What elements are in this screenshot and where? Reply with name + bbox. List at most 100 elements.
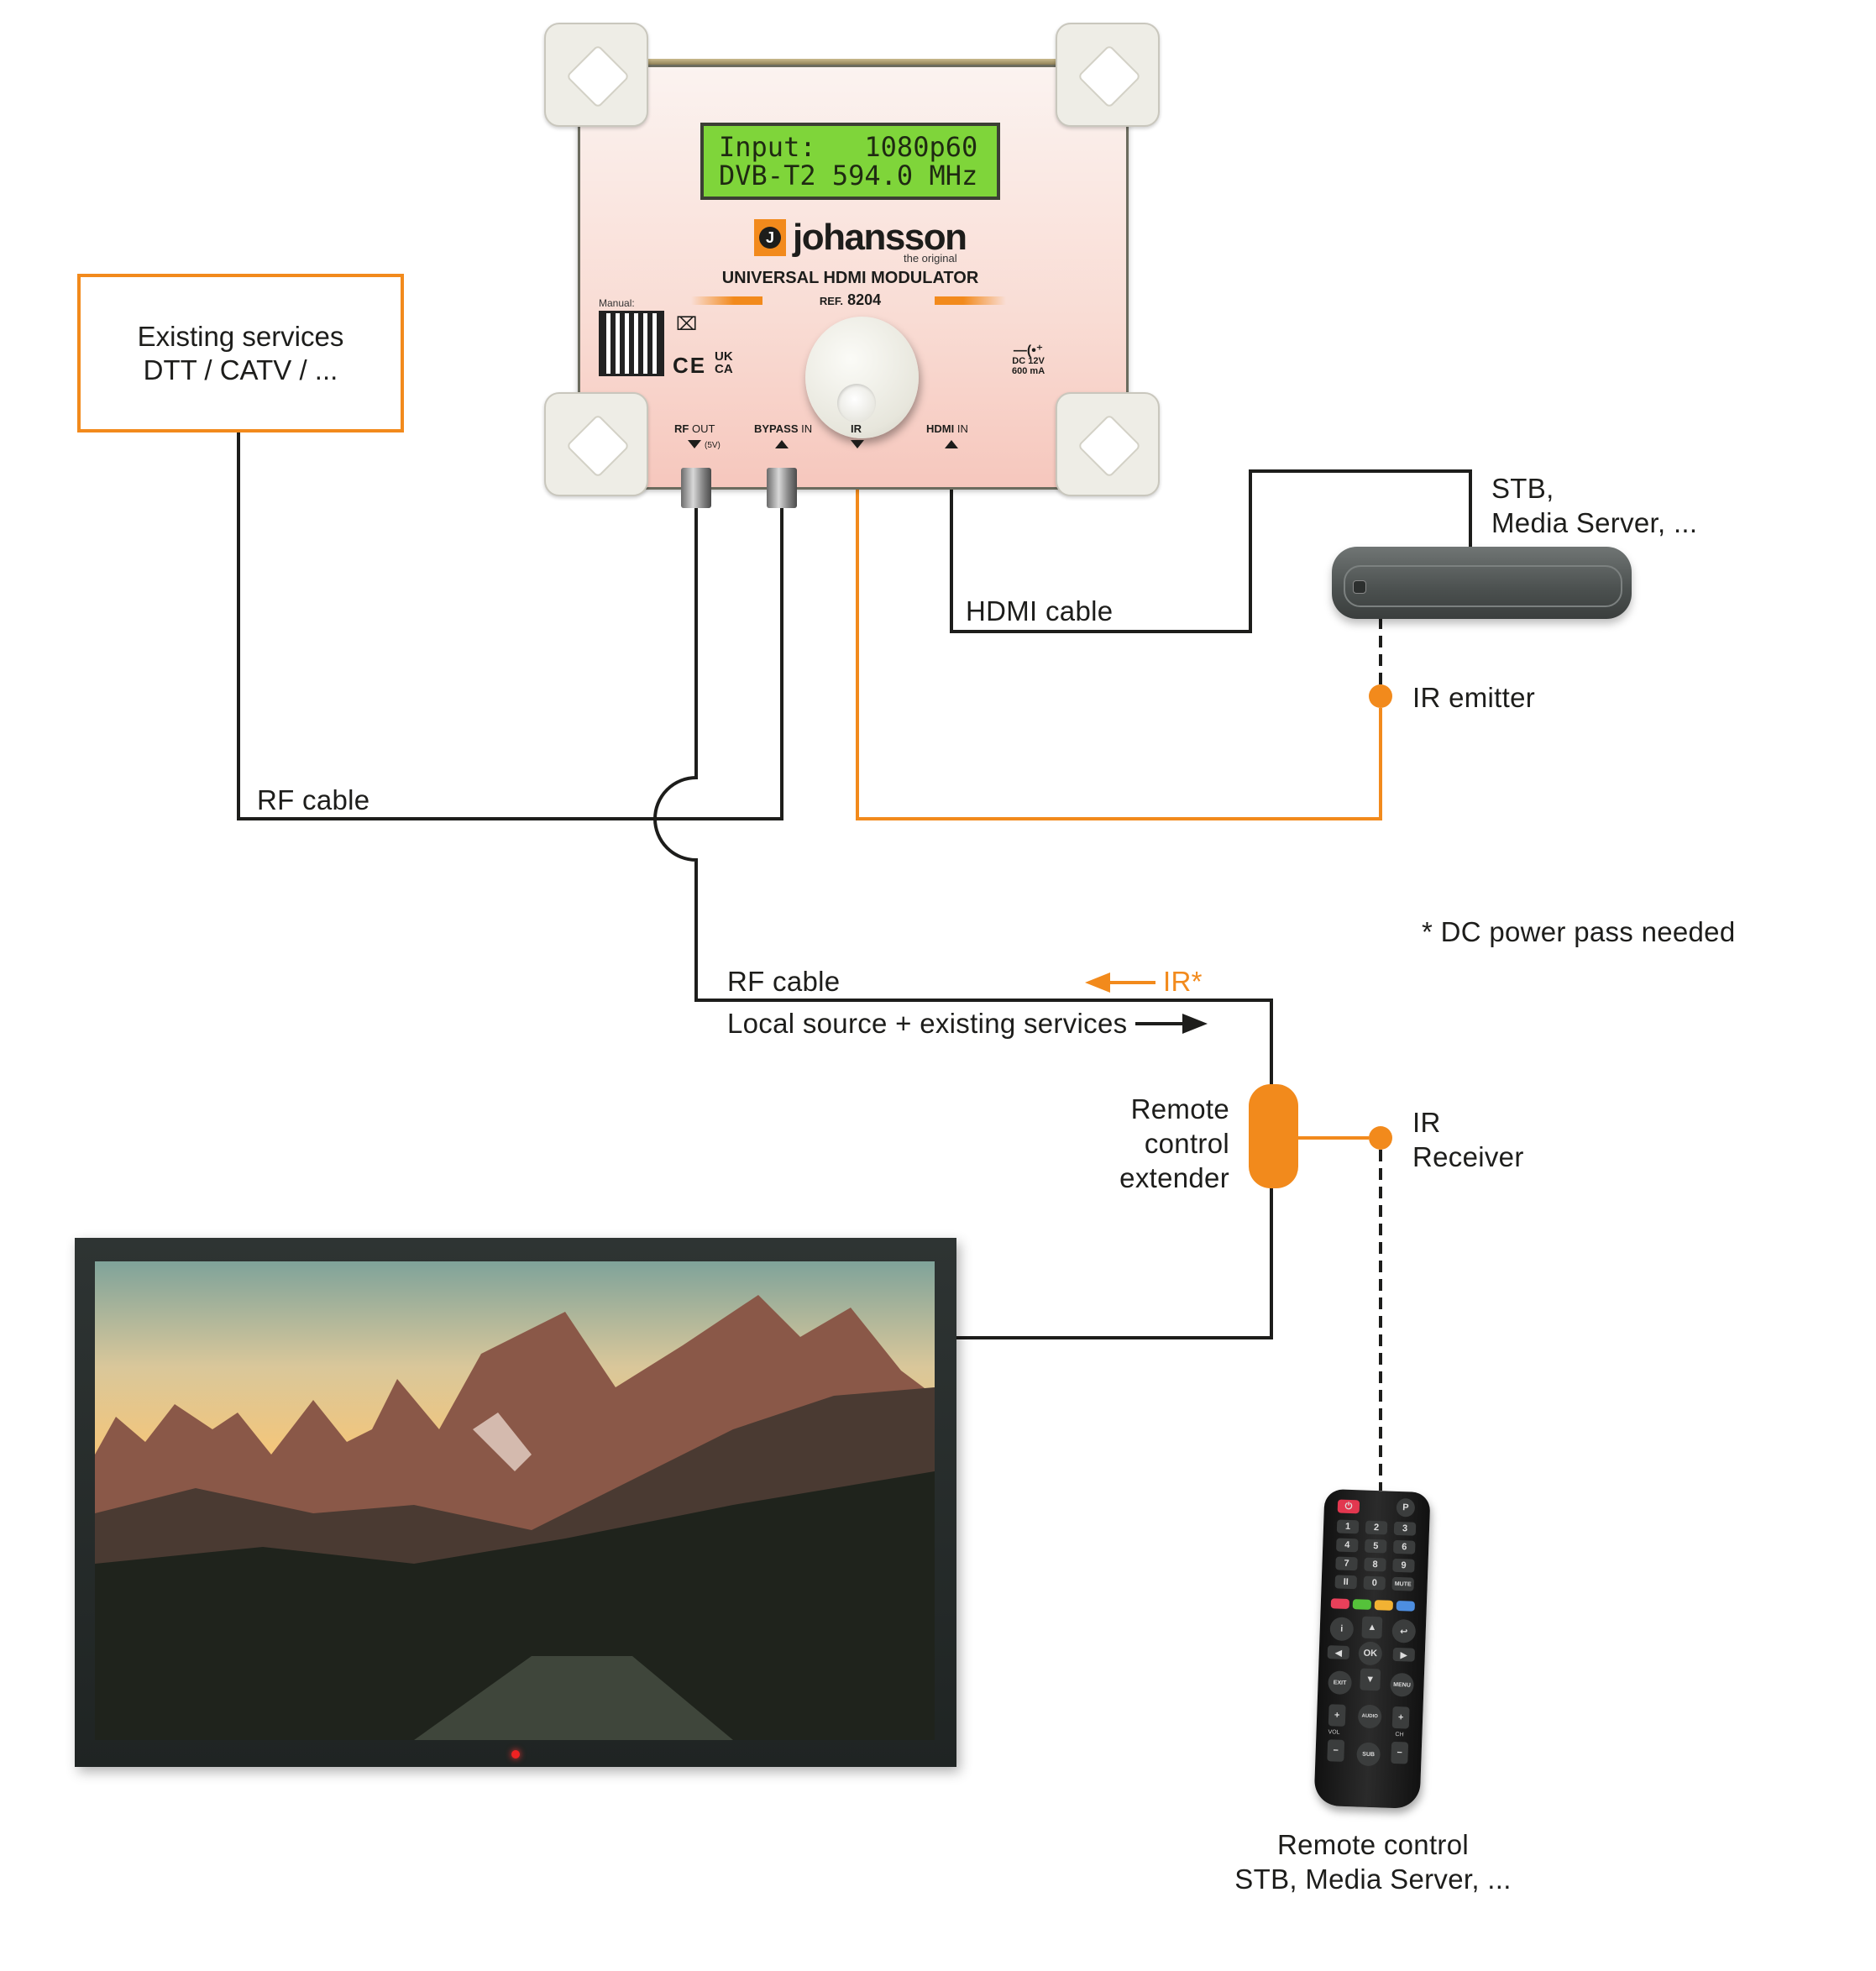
remote-p-button[interactable]: P (1396, 1497, 1416, 1518)
remote-key-9[interactable]: 9 (1392, 1558, 1415, 1573)
brand-tagline: the original (904, 252, 957, 265)
control-knob[interactable] (805, 317, 919, 438)
remote-down-button[interactable]: ▼ (1360, 1668, 1381, 1691)
signal-forward-arrow (1135, 1014, 1208, 1034)
existing-services-box: Existing services DTT / CATV / ... (77, 274, 404, 432)
corner-clip-bottom-left (544, 392, 648, 496)
ir-receiver-label: IR Receiver (1412, 1107, 1524, 1172)
extender-label: Remote control extender (1119, 1093, 1229, 1193)
rf-out-connector[interactable] (681, 468, 711, 508)
remote-blue-button[interactable] (1396, 1600, 1416, 1612)
remote-vol-label: VOL (1328, 1729, 1340, 1736)
remote-vol-down-button[interactable]: − (1327, 1739, 1345, 1762)
rf-out-voltage: (5V) (705, 441, 721, 450)
remote-key-0[interactable]: 0 (1363, 1575, 1386, 1591)
port-label-hdmi-in: HDMI IN (926, 422, 968, 435)
product-title: UNIVERSAL HDMI MODULATOR (721, 269, 979, 287)
corner-clip-top-right (1056, 23, 1160, 127)
forest (95, 1471, 935, 1740)
remote-vol-up-button[interactable]: + (1328, 1704, 1346, 1727)
remote-up-button[interactable]: ▲ (1361, 1616, 1383, 1639)
lcd-line-2: DVB-T2 594.0 MHz (719, 160, 978, 191)
mountain-landscape (95, 1295, 935, 1740)
tv-power-led (511, 1750, 520, 1759)
remote-control-extender (1249, 1084, 1298, 1188)
remote-left-button[interactable]: ◀ (1327, 1645, 1350, 1660)
set-top-box (1332, 547, 1632, 619)
remote-key-4[interactable]: 4 (1336, 1538, 1359, 1553)
remote-yellow-button[interactable] (1374, 1600, 1394, 1611)
remote-green-button[interactable] (1352, 1599, 1372, 1610)
remote-back-button[interactable]: ↩ (1391, 1618, 1417, 1643)
rf-cable-lower-label: RF cable (727, 966, 841, 997)
hdmi-cable-label: HDMI cable (966, 595, 1114, 626)
remote-ch-up-button[interactable]: + (1391, 1706, 1410, 1729)
stb-label-line1: STB, (1491, 473, 1554, 504)
port-label-rf-out: RF OUT (674, 422, 715, 435)
rf-out-arrow-icon (688, 440, 701, 448)
remote-key-8[interactable]: 8 (1364, 1557, 1386, 1572)
existing-services-subtitle: DTT / CATV / ... (143, 354, 338, 385)
remote-key-pause[interactable]: II (1334, 1575, 1358, 1590)
ref-label: REF. (819, 295, 844, 307)
brand-logo-icon: J (754, 219, 786, 256)
ir-emitter-icon (1369, 684, 1392, 708)
ir-arrow-icon (851, 440, 864, 448)
port-label-bypass-in: BYPASS IN (754, 422, 813, 435)
dc-current: 600 mA (1012, 366, 1045, 376)
dc-voltage: DC 12V (1012, 356, 1045, 366)
hdmi-modulator-device: Input: 1080p60 DVB-T2 594.0 MHz J johans… (540, 23, 1161, 510)
existing-services-title: Existing services (137, 320, 344, 352)
stb-label-line2: Media Server, ... (1491, 507, 1698, 538)
remote-key-5[interactable]: 5 (1365, 1539, 1387, 1554)
remote-exit-button[interactable]: EXIT (1328, 1670, 1353, 1696)
brand-logo: J johansson (754, 217, 967, 259)
dc-jack-icon: —(•⁺ (1013, 343, 1044, 358)
remote-red-button[interactable] (1330, 1598, 1350, 1610)
corner-clip-top-left (544, 23, 648, 127)
dc-power-info: —(•⁺ DC 12V 600 mA (1012, 343, 1045, 377)
ref-number: 8204 (847, 291, 882, 308)
bypass-in-arrow-icon (775, 440, 789, 448)
snow-patches (473, 1413, 532, 1471)
river-valley (414, 1656, 733, 1740)
bypass-in-connector[interactable] (767, 468, 797, 508)
local-source-label: Local source + existing services (727, 1008, 1128, 1039)
port-label-ir: IR (851, 422, 862, 435)
ir-star-label: IR* (1163, 966, 1203, 997)
remote-key-7[interactable]: 7 (1335, 1556, 1358, 1571)
remote-menu-button[interactable]: MENU (1390, 1672, 1415, 1697)
remote-key-3[interactable]: 3 (1393, 1521, 1417, 1536)
manual-label: Manual: (599, 297, 635, 309)
remote-audio-button[interactable]: AUDIO (1357, 1704, 1382, 1729)
ukca-mark: UK CA (715, 349, 733, 376)
rf-cable-upper-label: RF cable (257, 784, 370, 815)
remote-ch-down-button[interactable]: − (1391, 1741, 1409, 1764)
remote-key-mute[interactable]: MUTE (1391, 1576, 1414, 1591)
remote-control: ⏻ P 1 2 3 4 5 6 7 8 9 II 0 MUTE i ▲ ↩ ◀ … (1313, 1488, 1431, 1810)
hdmi-cable (950, 469, 1472, 633)
remote-ch-label: CH (1395, 1732, 1404, 1738)
stb-front-panel (1344, 565, 1622, 607)
qr-code-icon[interactable] (599, 311, 664, 376)
ce-mark: CE (673, 353, 707, 378)
remote-key-6[interactable]: 6 (1392, 1539, 1416, 1554)
ir-return-arrow (1085, 972, 1155, 993)
remote-key-1[interactable]: 1 (1336, 1519, 1360, 1534)
remote-control-label: Remote control STB, Media Server, ... (1234, 1829, 1512, 1895)
remote-ok-button[interactable]: OK (1358, 1641, 1383, 1666)
remote-key-2[interactable]: 2 (1365, 1520, 1388, 1535)
remote-info-button[interactable]: i (1329, 1617, 1355, 1642)
remote-power-button[interactable]: ⏻ (1337, 1499, 1360, 1514)
stb-power-button[interactable] (1353, 580, 1366, 594)
rf-cable-out-to-tv (653, 504, 1273, 1339)
lcd-display: Input: 1080p60 DVB-T2 594.0 MHz (700, 123, 1000, 200)
mounting-rail (624, 59, 1077, 66)
dc-power-note: * DC power pass needed (1422, 916, 1736, 947)
remote-sub-button[interactable]: SUB (1356, 1742, 1381, 1767)
remote-right-button[interactable]: ▶ (1392, 1647, 1416, 1662)
ref-decoration-left (691, 296, 762, 305)
hdmi-in-arrow-icon (945, 440, 958, 448)
television (75, 1238, 956, 1767)
lcd-line-1: Input: 1080p60 (719, 131, 978, 163)
